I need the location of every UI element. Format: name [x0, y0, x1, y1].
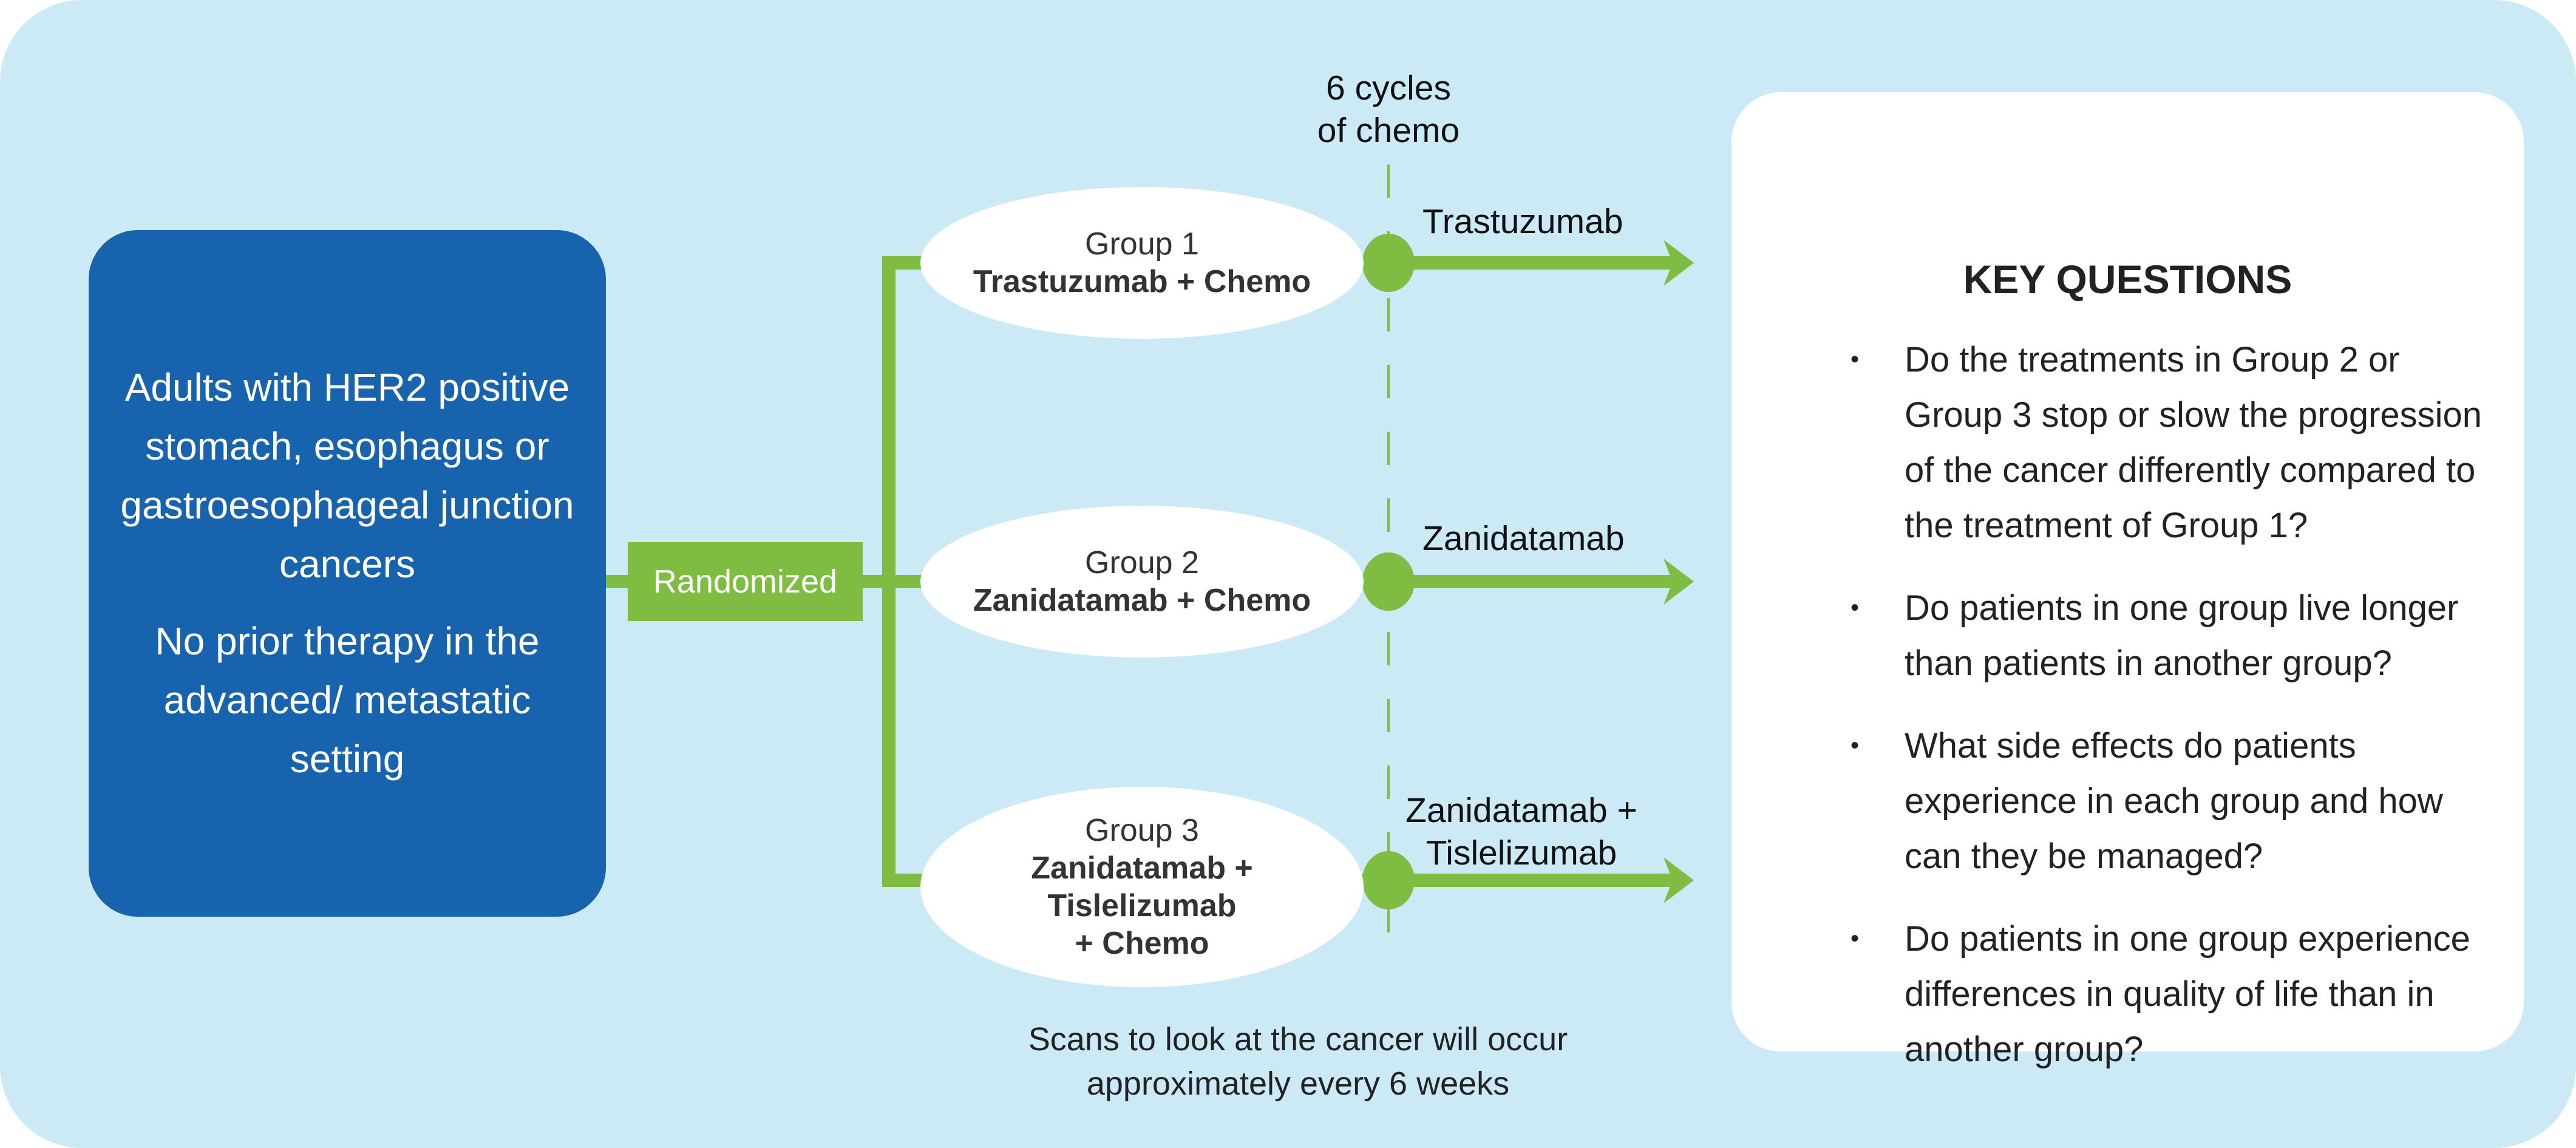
maintenance-line-2: Tislelizumab [1426, 834, 1617, 872]
question-item: • Do patients in one group live longer th… [1796, 580, 2487, 691]
group-name: Group 1 [1085, 226, 1199, 262]
group-treatment: Tislelizumab [1047, 888, 1237, 923]
group-treatment: + Chemo [1075, 926, 1209, 961]
key-questions-list: • Do the treatments in Group 2 or Group 3… [1796, 332, 2487, 1104]
question-text: Do patients in one group experience diff… [1905, 919, 2470, 1069]
group-3-maintenance: Zanidatamab + Tislelizumab [1405, 789, 1637, 874]
chemo-line-1: 6 cycles [1326, 69, 1451, 107]
group-treatment: Trastuzumab + Chemo [973, 264, 1311, 299]
question-text: What side effects do patients experience… [1905, 726, 2443, 876]
chemo-line-2: of chemo [1317, 111, 1460, 150]
randomized-box: Randomized [628, 542, 863, 621]
scans-note: Scans to look at the cancer will occur a… [934, 1017, 1662, 1106]
question-item: • Do patients in one group experience dif… [1796, 911, 2487, 1077]
group-2-maintenance: Zanidatamab [1422, 519, 1625, 558]
bullet-icon: • [1850, 732, 1860, 759]
key-questions-panel: KEY QUESTIONS • Do the treatments in Grou… [1731, 92, 2524, 1069]
chemo-end-dot [1362, 552, 1415, 611]
question-text: Do patients in one group live longer tha… [1905, 588, 2459, 683]
group-1-maintenance: Trastuzumab [1422, 202, 1623, 241]
group-1-ellipse: Group 1 Trastuzumab + Chemo [920, 187, 1364, 339]
population-description: Adults with HER2 positive stomach, esoph… [120, 365, 574, 586]
chemo-end-dot [1362, 851, 1415, 909]
bullet-icon: • [1850, 925, 1860, 952]
group-name: Group 3 [1085, 813, 1199, 848]
chemo-cycles-label: 6 cycles of chemo [1267, 67, 1510, 152]
group-treatment: Zanidatamab + [1031, 851, 1253, 886]
population-box: Adults with HER2 positive stomach, esoph… [89, 230, 606, 917]
key-questions-title: KEY QUESTIONS [1963, 257, 2292, 302]
chemo-end-dot [1362, 234, 1415, 292]
group-3-ellipse: Group 3 Zanidatamab + Tislelizumab + Che… [920, 787, 1364, 987]
arrowhead-icon [1664, 559, 1694, 605]
question-text: Do the treatments in Group 2 or Group 3 … [1905, 340, 2483, 545]
arrowhead-icon [1664, 857, 1694, 903]
bullet-icon: • [1850, 594, 1860, 621]
randomized-label: Randomized [653, 563, 838, 600]
population-prior-therapy: No prior therapy in the advanced/ metast… [155, 619, 540, 781]
scans-line-2: approximately every 6 weeks [1086, 1065, 1510, 1102]
group-2-ellipse: Group 2 Zanidatamab + Chemo [920, 506, 1364, 657]
scans-line-1: Scans to look at the cancer will occur [1028, 1021, 1568, 1058]
group-treatment: Zanidatamab + Chemo [973, 583, 1311, 618]
question-item: • What side effects do patients experienc… [1796, 718, 2487, 884]
maintenance-line-1: Zanidatamab + [1405, 791, 1637, 830]
group-name: Group 2 [1085, 545, 1199, 580]
question-item: • Do the treatments in Group 2 or Group 3… [1796, 332, 2487, 553]
arrowhead-icon [1664, 240, 1694, 286]
bullet-icon: • [1850, 346, 1860, 373]
